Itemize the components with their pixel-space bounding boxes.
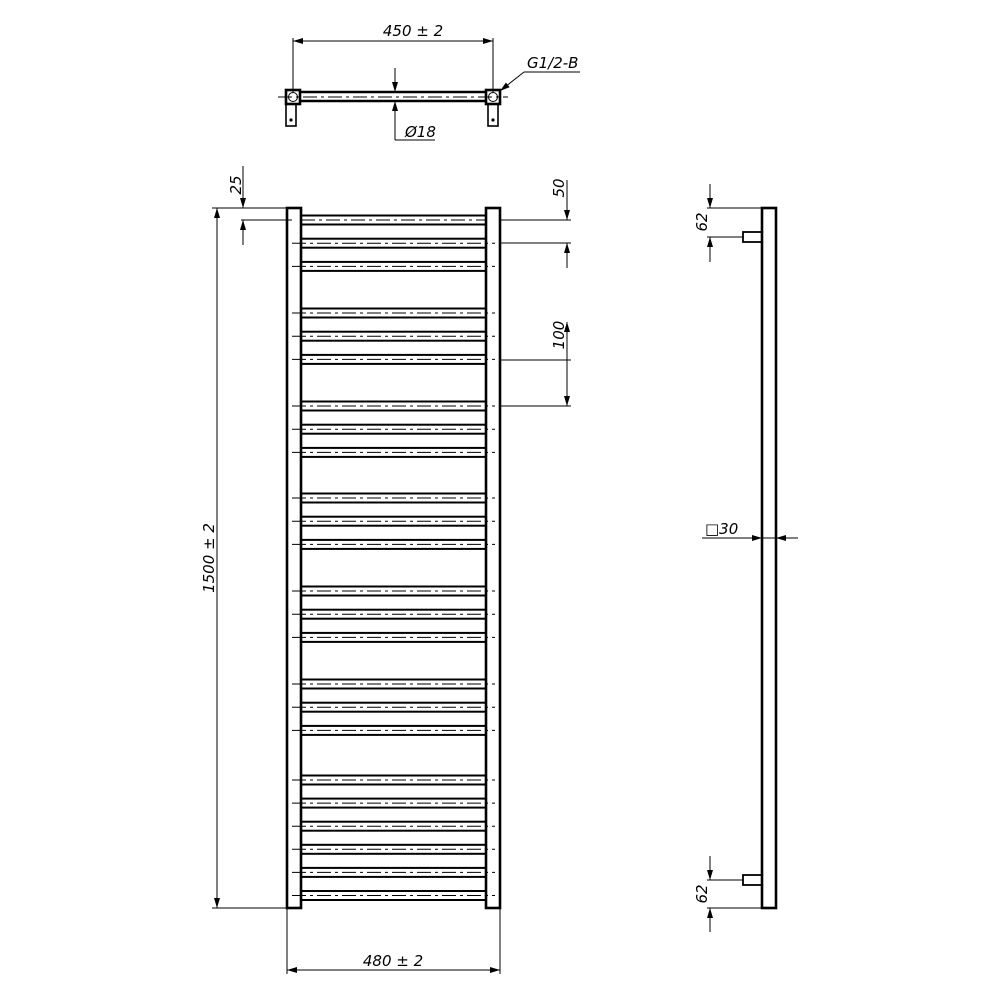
thread-label: G1/2-B	[527, 54, 578, 72]
dim-height: 1500 ± 2	[200, 523, 218, 593]
dim-bar-spacing-large: 100	[550, 321, 568, 350]
dim-top-offset: 25	[227, 175, 245, 194]
left-rail	[285, 206, 303, 910]
dim-connection-offset-top: 62	[693, 212, 711, 231]
side-view: 62 62 □30	[693, 184, 798, 932]
dim-overall-width: 480 ± 2	[363, 952, 423, 970]
dim-tube-diameter: Ø18	[404, 123, 436, 141]
side-rail	[760, 206, 778, 910]
top-view: 450 ± 2 Ø18 G1/2-B	[278, 22, 580, 141]
front-view: 25 1500 ± 2 50 100 480 ± 2	[200, 166, 571, 974]
bottom-connection-stub	[742, 874, 763, 886]
dim-bar-spacing-small: 50	[550, 178, 568, 197]
dim-width-between-centers: 450 ± 2	[383, 22, 443, 40]
heating-bars	[292, 214, 495, 901]
dim-connection-offset-bottom: 62	[693, 884, 711, 903]
dim-profile: □30	[705, 520, 738, 538]
top-connection-stub	[742, 231, 763, 243]
right-rail	[484, 206, 502, 910]
